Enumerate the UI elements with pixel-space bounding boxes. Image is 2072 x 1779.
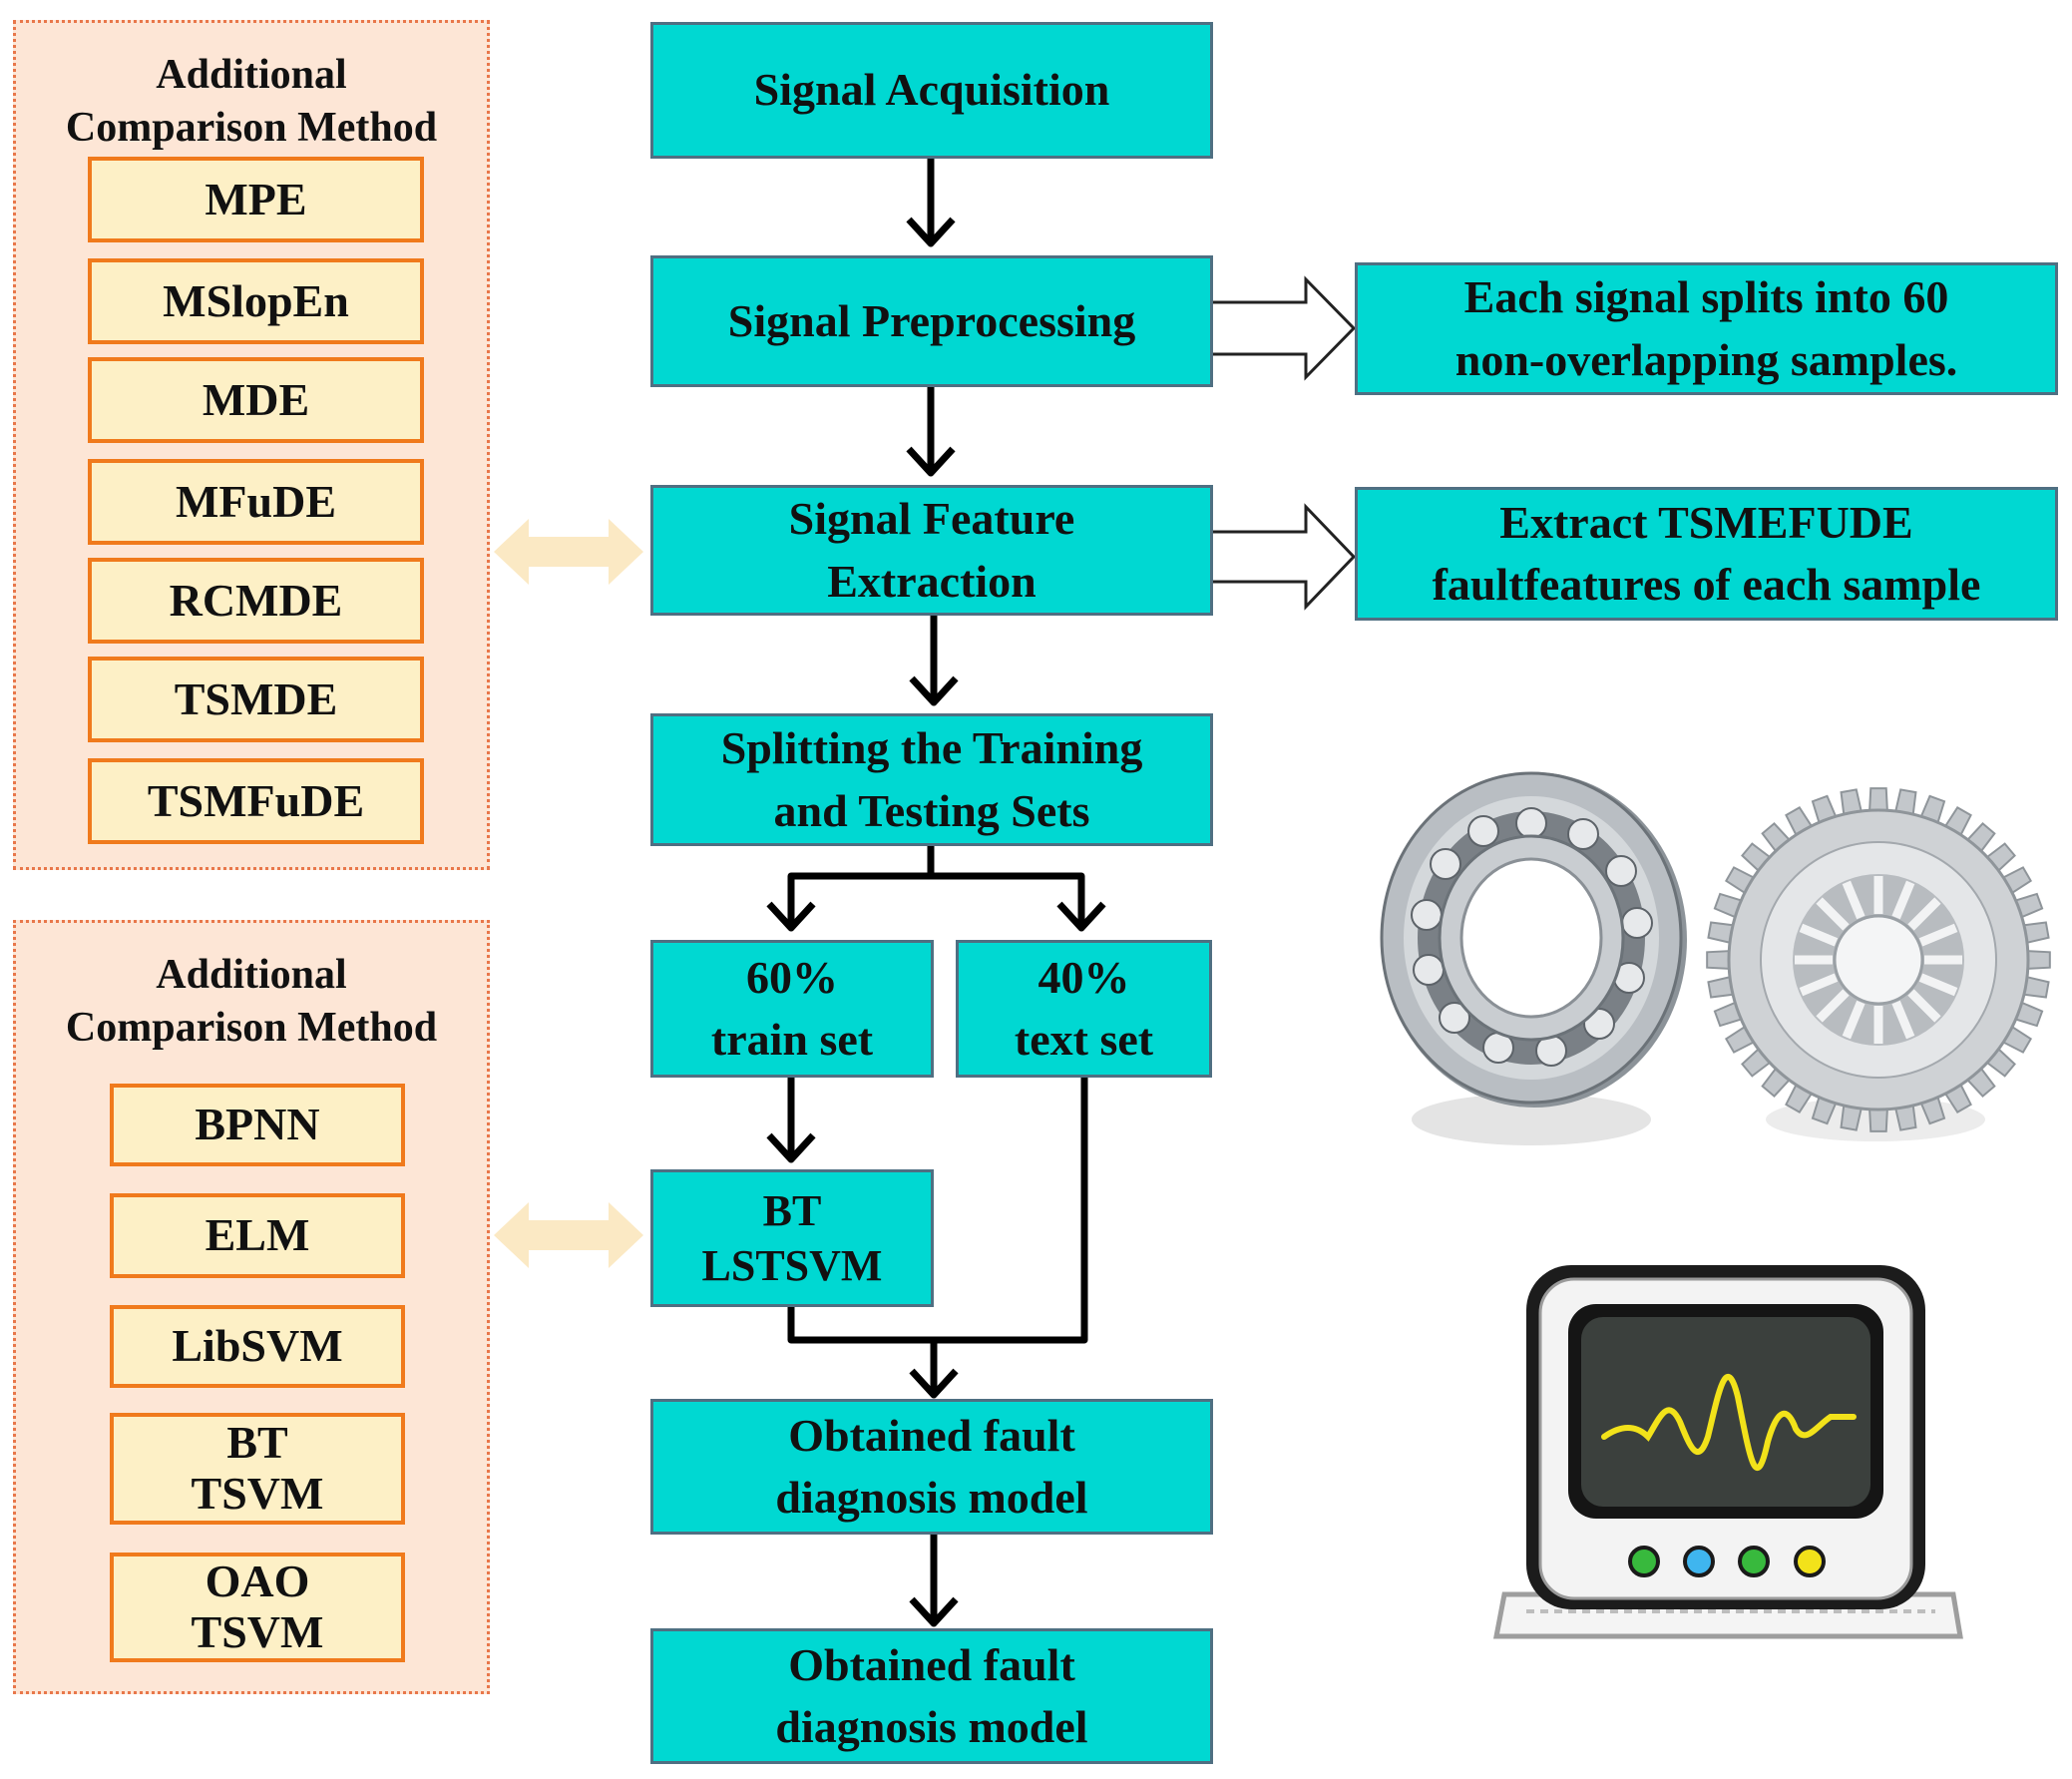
gear-spoke bbox=[1918, 923, 1958, 947]
method-rcmde: RCMDE bbox=[88, 558, 424, 644]
panel-title: Additional Comparison Method bbox=[65, 952, 438, 1051]
panel-title: Additional Comparison Method bbox=[65, 52, 438, 151]
step-train-set: 60% train set bbox=[650, 940, 934, 1078]
method-libsvm: LibSVM bbox=[110, 1305, 405, 1388]
step-diagnosis-model: Obtained fault diagnosis model bbox=[650, 1399, 1213, 1535]
flow-arrow-model-result bbox=[909, 1535, 959, 1627]
step-diagnosis-result: Obtained fault diagnosis model bbox=[650, 1628, 1213, 1764]
note-preprocessing: Each signal splits into 60 non-overlappi… bbox=[1355, 262, 2058, 395]
gear-spoke bbox=[1907, 897, 1941, 931]
step-test-set: 40% text set bbox=[956, 940, 1212, 1078]
bearing-icon bbox=[1380, 771, 1687, 1145]
gear-spoke bbox=[1907, 989, 1941, 1023]
step-splitting-sets: Splitting the Training and Testing Sets bbox=[650, 713, 1213, 846]
method-elm: ELM bbox=[110, 1193, 405, 1278]
step-signal-preprocessing: Signal Preprocessing bbox=[650, 255, 1213, 387]
gear-spoke bbox=[1816, 989, 1850, 1023]
flow-arrow-split-branch bbox=[766, 846, 1106, 932]
step-signal-acquisition: Signal Acquisition bbox=[650, 22, 1213, 159]
gear-spoke bbox=[1799, 973, 1839, 997]
double-arrow-entropy-link bbox=[494, 519, 643, 585]
flow-arrow-train-classifier bbox=[766, 1078, 816, 1163]
oscilloscope-monitor-icon bbox=[1492, 1265, 1963, 1639]
gear-spoke bbox=[1842, 1000, 1865, 1040]
method-mde: MDE bbox=[88, 357, 424, 443]
gear-spoke bbox=[1816, 897, 1850, 931]
note-extraction: Extract TSMEFUDE faultfeatures of each s… bbox=[1355, 487, 2058, 621]
gear-icon bbox=[1706, 787, 2051, 1141]
gear-spoke bbox=[1842, 880, 1865, 920]
method-bt-tsvm: BT TSVM bbox=[110, 1413, 405, 1525]
method-oao-tsvm: OAO TSVM bbox=[110, 1553, 405, 1662]
gear-spoke bbox=[1891, 880, 1915, 920]
method-mfude: MFuDE bbox=[88, 459, 424, 545]
method-mslopen: MSlopEn bbox=[88, 258, 424, 344]
step-feature-extraction: Signal Feature Extraction bbox=[650, 485, 1213, 616]
flow-arrow-merge bbox=[787, 1078, 1088, 1399]
flow-arrow-acq-pre bbox=[906, 158, 956, 247]
flow-arrow-pre-feat bbox=[906, 387, 956, 477]
double-arrow-classifier-link bbox=[494, 1202, 643, 1268]
step-classifier: BT LSTSVM bbox=[650, 1169, 934, 1307]
method-mpe: MPE bbox=[88, 157, 424, 242]
gear-spoke bbox=[1799, 923, 1839, 947]
method-tsmde: TSMDE bbox=[88, 657, 424, 742]
gear-spoke bbox=[1891, 1000, 1915, 1040]
method-tsmfude: TSMFuDE bbox=[88, 758, 424, 844]
method-bpnn: BPNN bbox=[110, 1084, 405, 1166]
flow-arrow-feat-split bbox=[909, 616, 959, 706]
gear-spoke bbox=[1918, 973, 1958, 997]
